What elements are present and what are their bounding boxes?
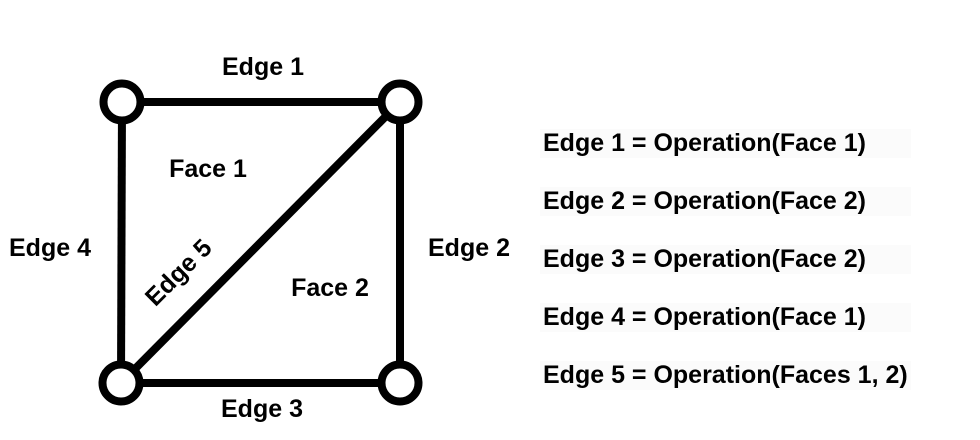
vertex-top-left xyxy=(99,79,145,125)
edge4-line xyxy=(117,101,126,384)
vertex-bottom-left xyxy=(98,360,144,406)
equation-list: Edge 1 = Operation(Face 1) Edge 2 = Oper… xyxy=(540,129,911,390)
equation-edge1: Edge 1 = Operation(Face 1) xyxy=(540,129,911,158)
edge5-diagonal-line xyxy=(118,99,403,386)
equation-edge5: Edge 5 = Operation(Faces 1, 2) xyxy=(540,361,911,390)
edge4-label: Edge 4 xyxy=(9,234,91,262)
edge2-label: Edge 2 xyxy=(428,234,510,262)
planar-graph-diagram: Edge 1 Edge 2 Edge 3 Edge 4 Edge 5 Face … xyxy=(9,53,510,423)
vertex-bottom-right xyxy=(377,360,423,406)
equation-edge3: Edge 3 = Operation(Face 2) xyxy=(540,245,911,274)
edge1-label: Edge 1 xyxy=(222,53,304,81)
edge3-label: Edge 3 xyxy=(221,395,303,423)
face2-label: Face 2 xyxy=(291,274,369,302)
face1-label: Face 1 xyxy=(169,155,247,183)
equation-edge4: Edge 4 = Operation(Face 1) xyxy=(540,303,911,332)
vertex-top-right xyxy=(377,79,423,125)
equation-edge2: Edge 2 = Operation(Face 2) xyxy=(540,187,911,216)
